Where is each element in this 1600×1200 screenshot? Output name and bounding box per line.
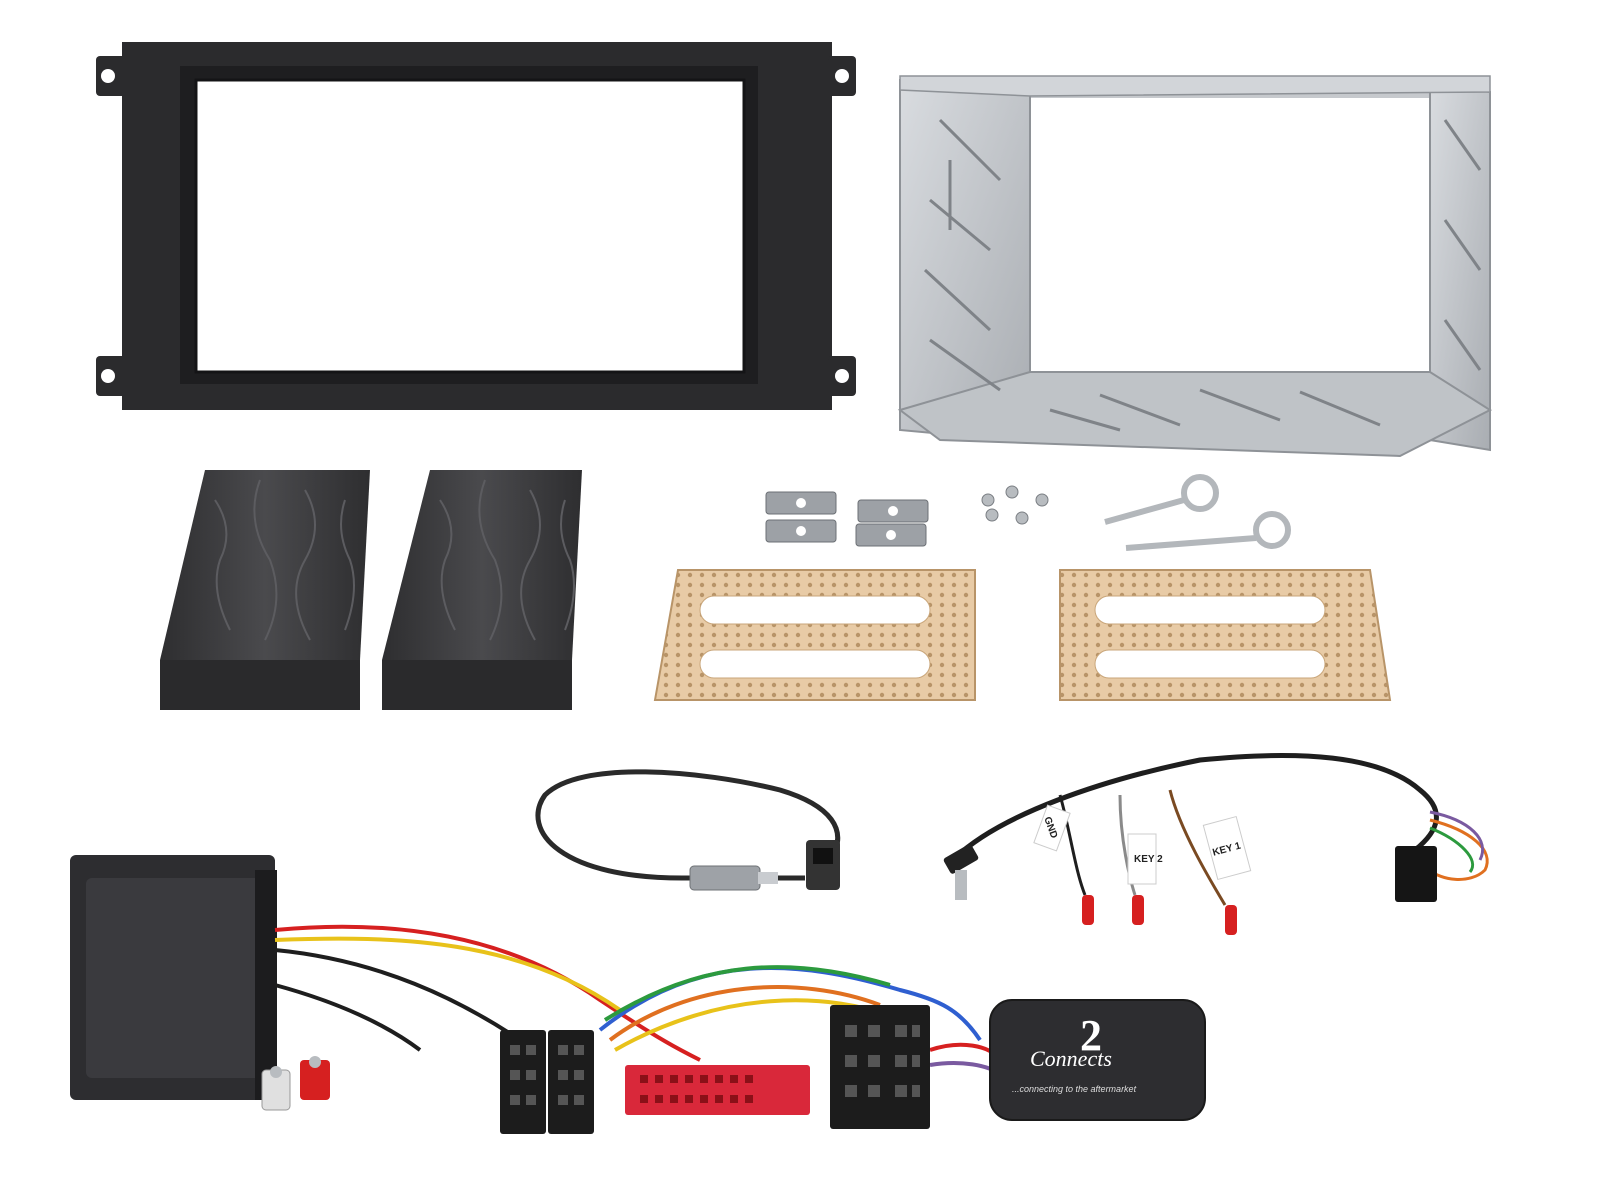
rca-connectors	[261, 1056, 330, 1111]
side-bracket-right	[1059, 569, 1392, 701]
svg-text:2: 2	[1080, 1011, 1102, 1060]
connects2-logo: 2 Connects	[1030, 1011, 1112, 1071]
steering-control-lead: GND KEY 2 KEY 1	[943, 752, 1489, 935]
quadlock-connector	[625, 1065, 810, 1115]
side-bracket-left	[653, 569, 976, 701]
foam-pad-right	[382, 470, 582, 710]
iso-connector-pair-right	[830, 1005, 930, 1129]
screws	[981, 485, 1049, 525]
tagline-text: ...connecting to the aftermarket	[1012, 1084, 1137, 1094]
foam-pad-left	[160, 470, 370, 710]
svg-text:KEY 2: KEY 2	[1134, 854, 1163, 865]
antenna-adapter-cable	[535, 769, 841, 891]
key2-label-tag: KEY 2	[1127, 833, 1163, 885]
wiring-loom	[274, 924, 1002, 1077]
din-mounting-cage	[897, 75, 1493, 458]
din-removal-keys	[1104, 474, 1291, 551]
gnd-label-tag: GND	[1033, 804, 1071, 852]
svg-text:Connects: Connects	[1030, 1046, 1112, 1071]
interface-module-box	[70, 855, 277, 1100]
double-din-fascia-panel	[96, 42, 856, 410]
mounting-clips	[765, 491, 929, 547]
key1-label-tag: KEY 1	[1202, 815, 1252, 881]
iso-connector-pair-left	[500, 1030, 594, 1134]
connects2-steering-module: 2 Connects ...connecting to the aftermar…	[989, 999, 1206, 1121]
